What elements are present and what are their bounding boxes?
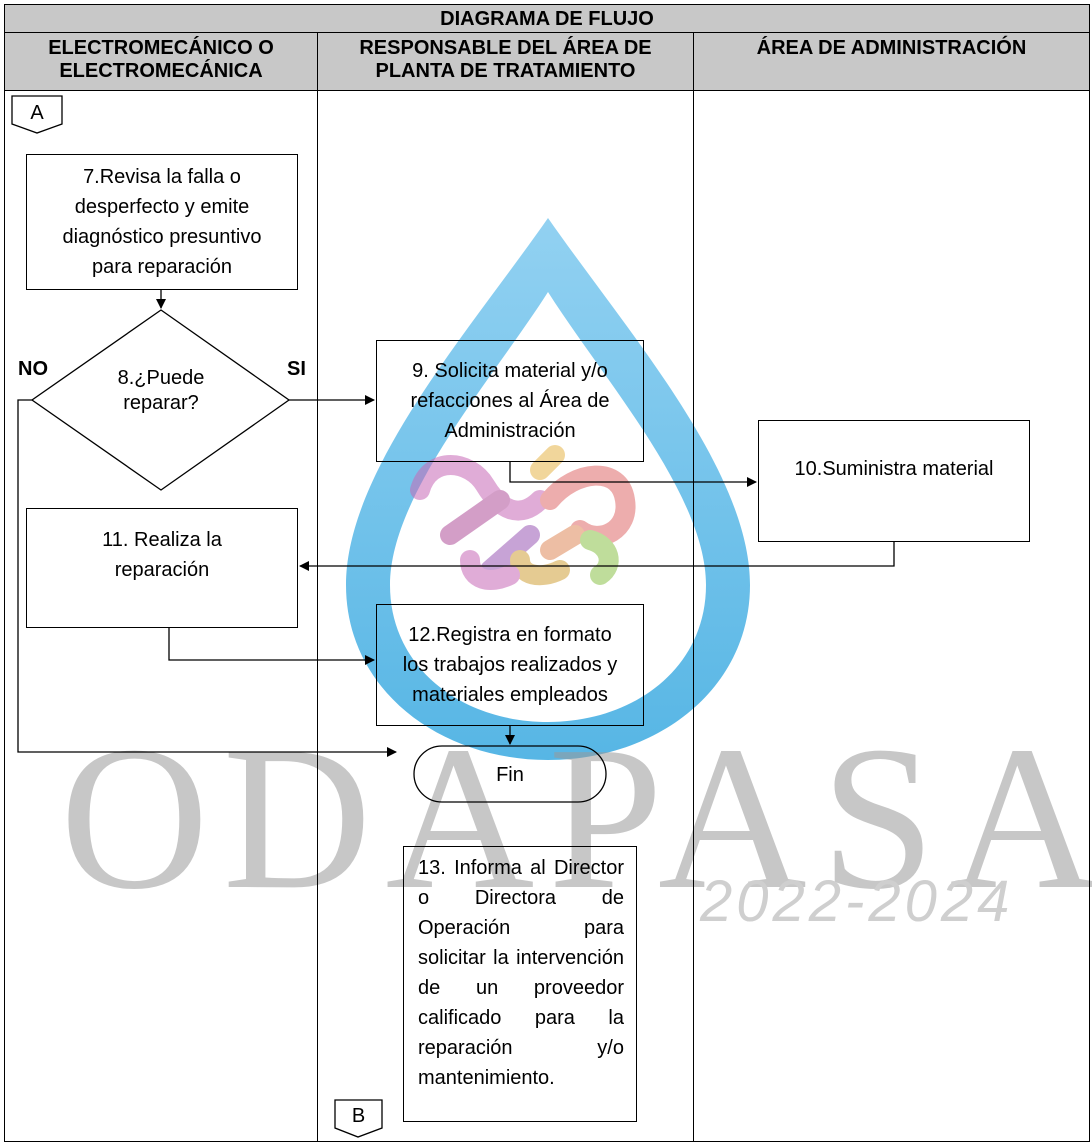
- lane-border-bottom: [4, 1141, 1090, 1142]
- decision-no-label: NO: [18, 358, 48, 380]
- step-9-text: 9. Solicita material y/o refacciones al …: [410, 360, 610, 442]
- offpage-connector-a: [11, 95, 63, 134]
- lane-divider-1: [317, 90, 318, 1142]
- connector-b-label: B: [351, 1105, 366, 1127]
- terminator-fin: [413, 745, 607, 803]
- offpage-connector-b: [334, 1099, 383, 1138]
- step-12-text: 12.Registra en formato los trabajos real…: [402, 624, 618, 706]
- decision-yes-label: SI: [287, 358, 306, 380]
- step-9-box: 9. Solicita material y/o refacciones al …: [376, 340, 644, 462]
- step-12-box: 12.Registra en formato los trabajos real…: [376, 604, 644, 726]
- step-13-text: 13. Informa al Director o Directora de O…: [418, 857, 624, 1089]
- step-11-box: 11. Realiza la reparación: [26, 508, 298, 628]
- connector-a-label: A: [30, 102, 44, 124]
- step-10-text: 10.Suministra material: [794, 458, 994, 480]
- step-8-text: 8.¿Puede reparar?: [117, 367, 205, 414]
- lane-divider-2: [693, 90, 694, 1142]
- column-header-planta: RESPONSABLE DEL ÁREA DE PLANTA DE TRATAM…: [317, 32, 694, 91]
- step-7-box: 7.Revisa la falla o desperfecto y emite …: [26, 154, 298, 290]
- step-7-text: 7.Revisa la falla o desperfecto y emite …: [62, 166, 262, 278]
- step-10-box: 10.Suministra material: [758, 420, 1030, 542]
- watermark-year: 2022-2024: [700, 869, 1014, 934]
- watermark-text: ODAPASA: [60, 703, 1092, 932]
- step-11-text: 11. Realiza la reparación: [102, 529, 222, 581]
- step-13-box: 13. Informa al Director o Directora de O…: [403, 846, 637, 1122]
- column-header-electromecanico: ELECTROMECÁNICO O ELECTROMECÁNICA: [4, 32, 318, 91]
- column-header-administracion: ÁREA DE ADMINISTRACIÓN: [693, 32, 1090, 91]
- diagram-title: DIAGRAMA DE FLUJO: [4, 4, 1090, 33]
- lane-border-left: [4, 90, 5, 1142]
- decision-diamond: [30, 309, 291, 491]
- end-text: Fin: [496, 764, 524, 786]
- lane-border-right: [1089, 90, 1090, 1142]
